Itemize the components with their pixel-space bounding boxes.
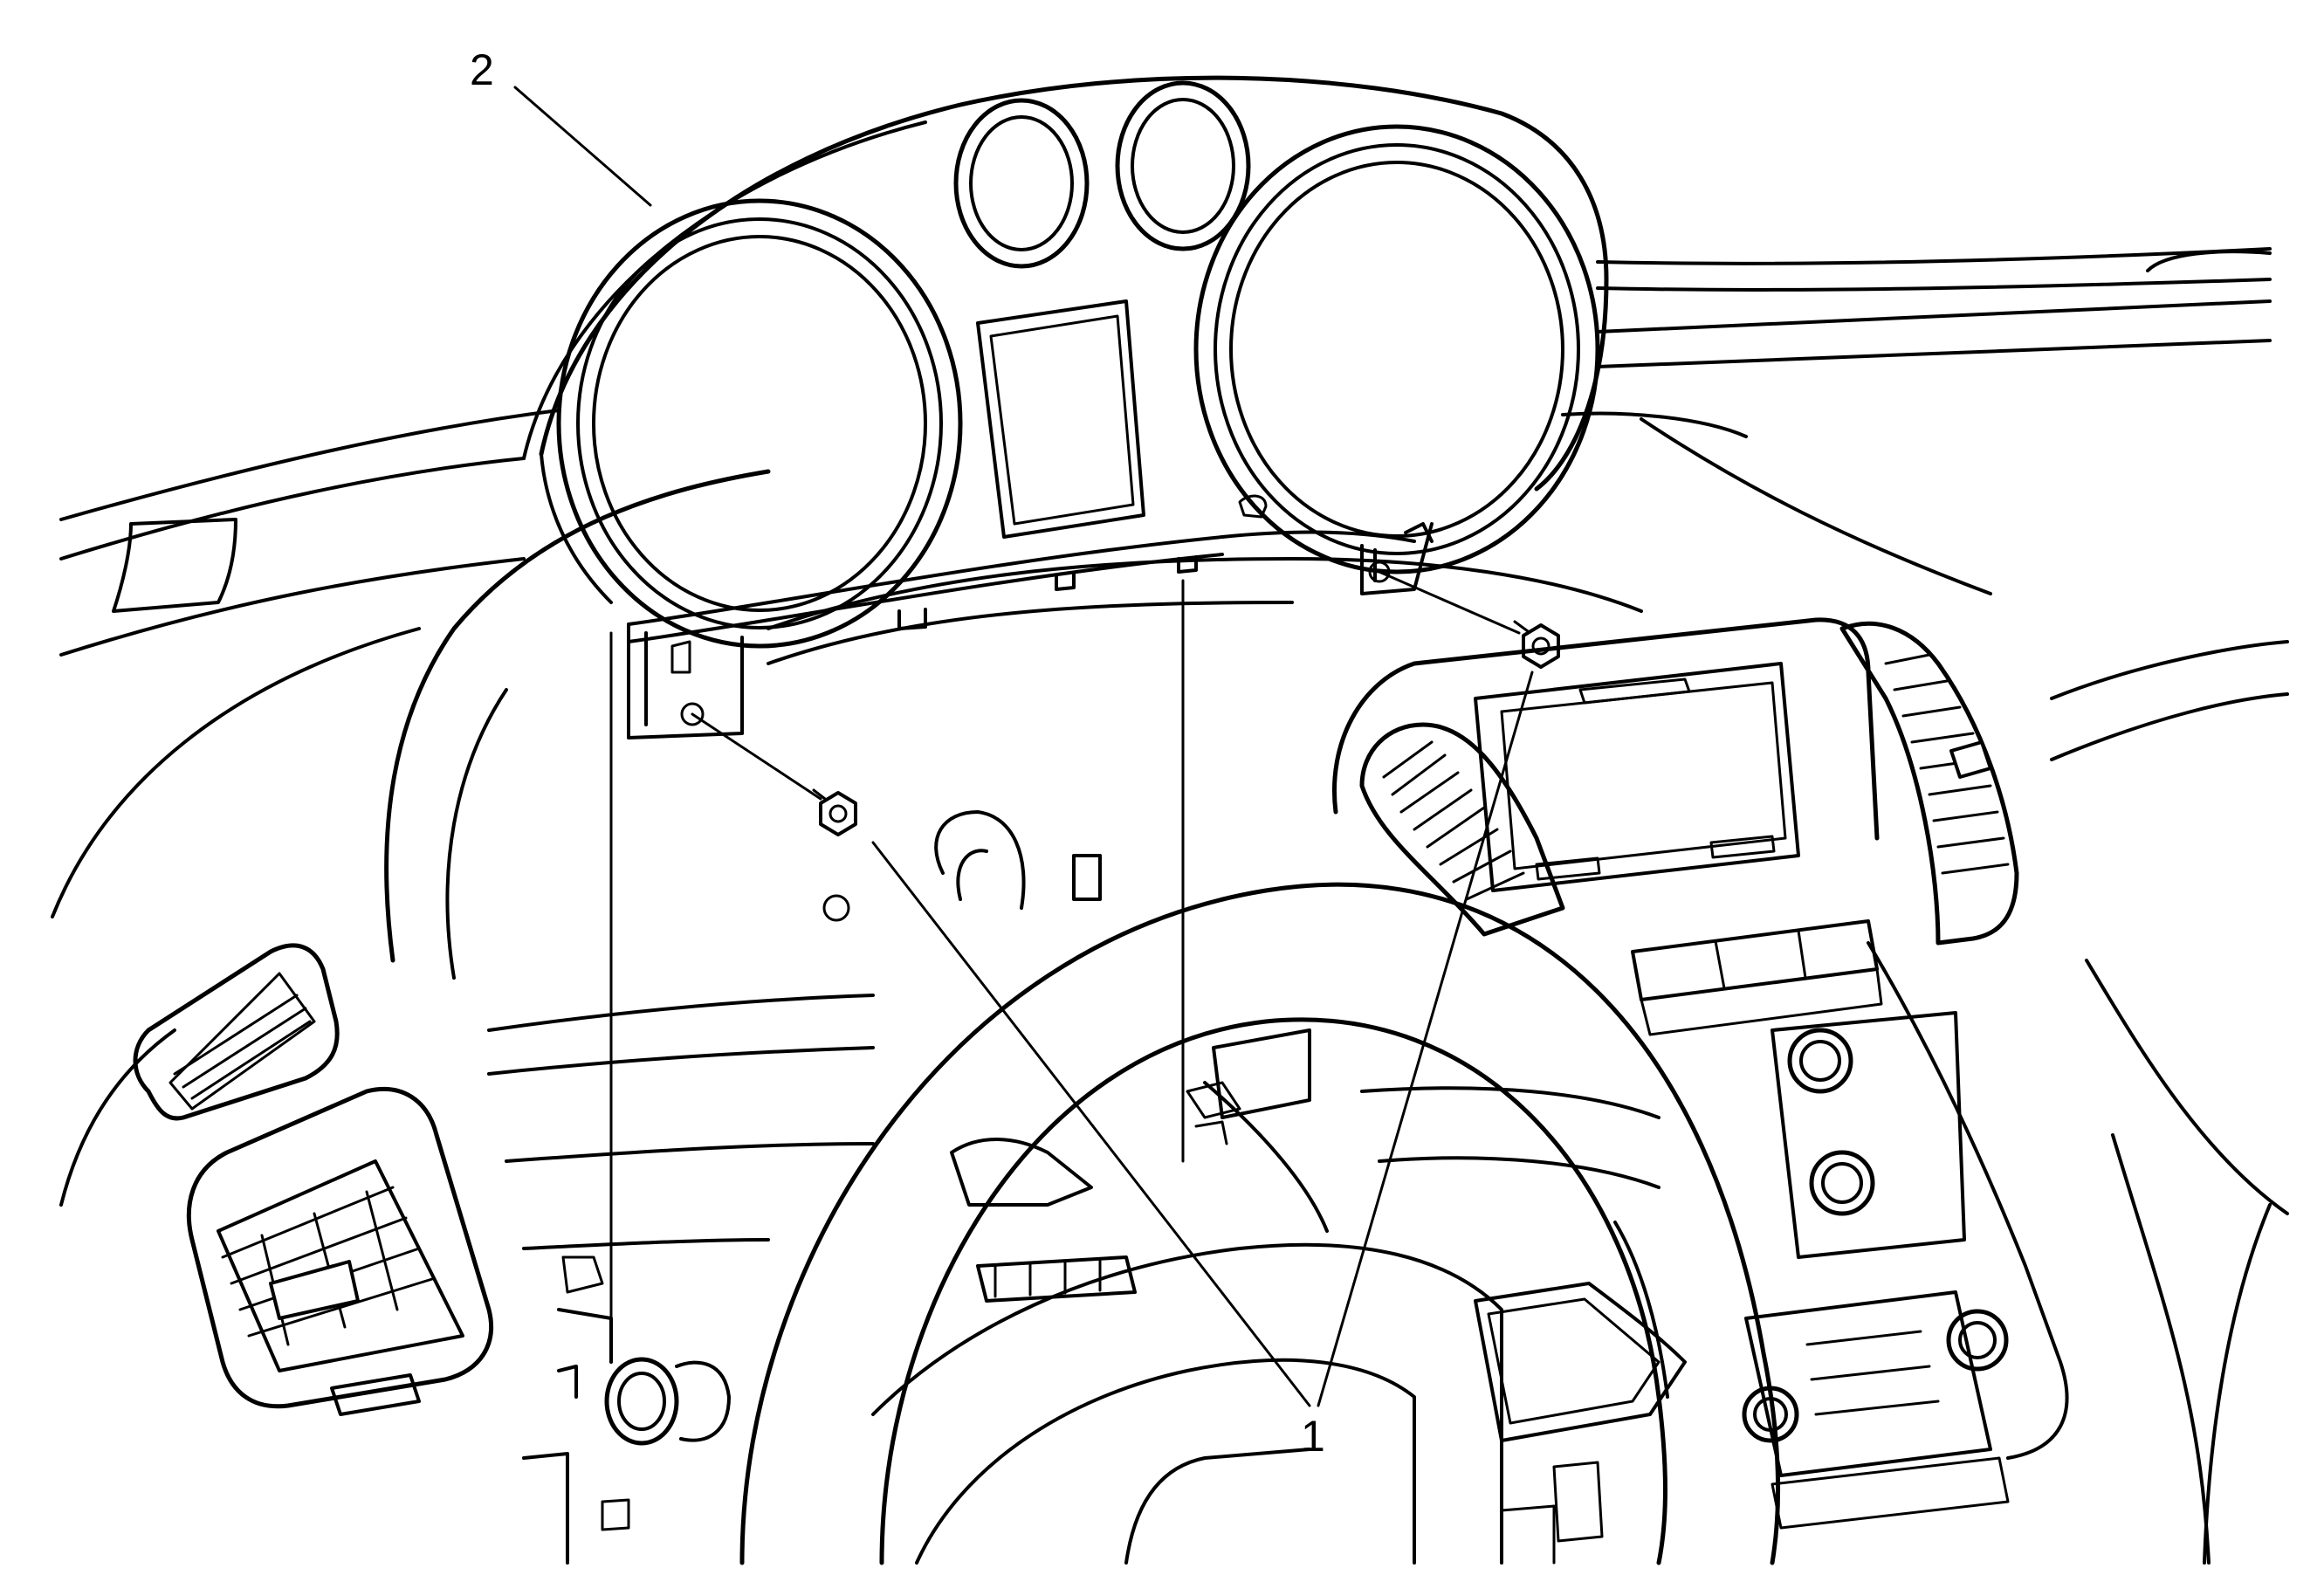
callout-leaders [513, 86, 1534, 1407]
callout-label-cluster: 2 [470, 45, 494, 94]
callout-label-fasteners: 1 [1301, 1412, 1325, 1461]
install-direction-lines [609, 570, 1521, 1320]
lower-dash [487, 994, 1669, 1565]
fastener-right [1513, 620, 1560, 669]
dash-top-vent-left [112, 518, 237, 613]
cluster-hood [384, 469, 1643, 980]
left-side-vent-lower [186, 1086, 494, 1416]
steering-column [934, 810, 1329, 1303]
center-stack [1332, 617, 2069, 1565]
instrument-cluster [522, 75, 1609, 739]
left-side-vent-upper [133, 943, 340, 1121]
fastener-left [812, 788, 857, 836]
steering-wheel [739, 882, 1781, 1565]
